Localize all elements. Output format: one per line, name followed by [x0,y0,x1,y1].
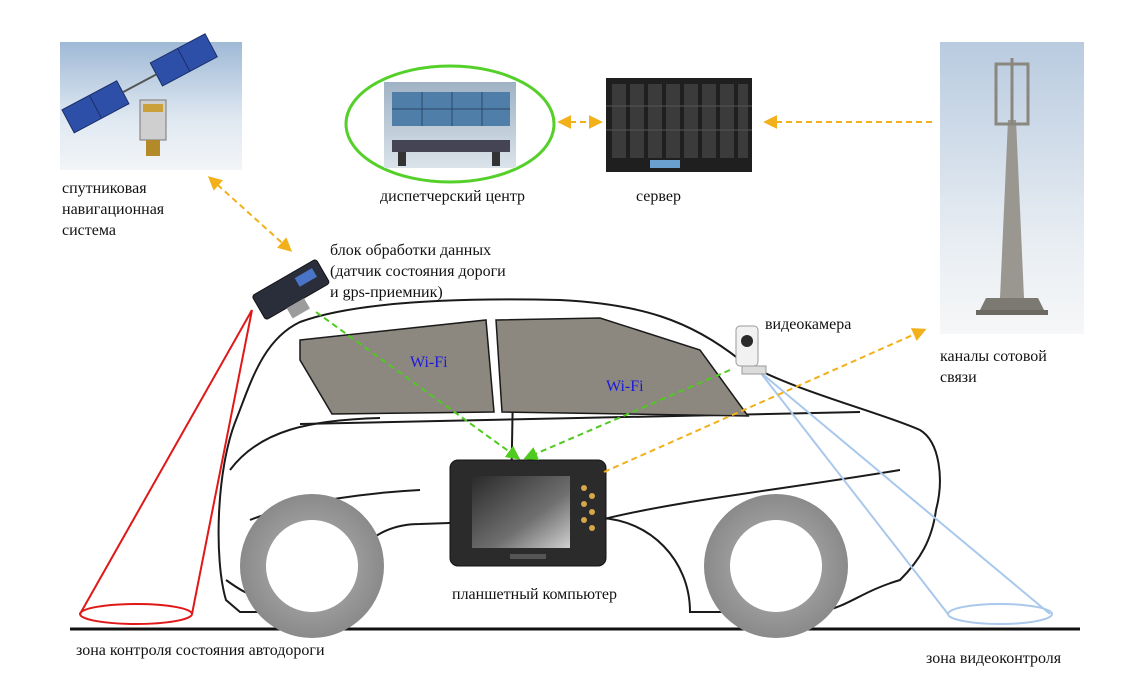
server-rack-icon [606,78,752,172]
cellular-label-line-2: связи [940,369,977,386]
link-tablet-cellular [603,328,927,473]
tablet-label: планшетный компьютер [452,586,617,603]
road-control-zone [79,309,253,625]
cell-tower-icon [940,42,1084,334]
dispatch-label: диспетчерский центр [380,188,526,205]
dispatch-highlight-ring [344,64,556,184]
front-wheel [240,494,384,638]
car-windows [299,317,750,417]
link-camera-tablet [523,369,731,460]
satellite-label-line-2: навигационная [62,201,165,218]
link-satellite-unit [207,176,293,252]
processing-unit-label: блок обработки данных (датчик состояния … [330,240,506,303]
server-label: сервер [636,188,681,205]
satellite-icon [60,33,242,170]
cellular-label: каналы сотовой связи [940,346,1047,388]
video-zone-label: зона видеоконтроля [926,650,1062,667]
wifi-label-2: Wi-Fi [606,378,644,395]
satellite-label-line-3: система [62,222,116,239]
processing-unit-label-line-3: и gps-приемник) [330,284,443,301]
video-control-zone [759,371,1053,625]
data-links [207,115,934,473]
wifi-label-1: Wi-Fi [410,354,448,371]
video-camera-icon [735,325,767,375]
video-camera-label: видеокамера [765,316,852,333]
processing-unit-icon [252,259,330,320]
satellite-label-line-1: спутниковая [62,180,147,197]
cellular-label-line-1: каналы сотовой [940,348,1047,365]
rear-wheel [704,494,848,638]
link-unit-tablet [315,311,521,460]
tablet-computer-icon [449,459,607,567]
road-zone-label: зона контроля состояния автодороги [76,642,325,659]
satellite-label: спутниковая навигационная система [62,178,164,241]
processing-unit-label-line-1: блок обработки данных [330,242,492,259]
processing-unit-label-line-2: (датчик состояния дороги [330,263,506,280]
dispatch-center-photo [344,64,556,184]
